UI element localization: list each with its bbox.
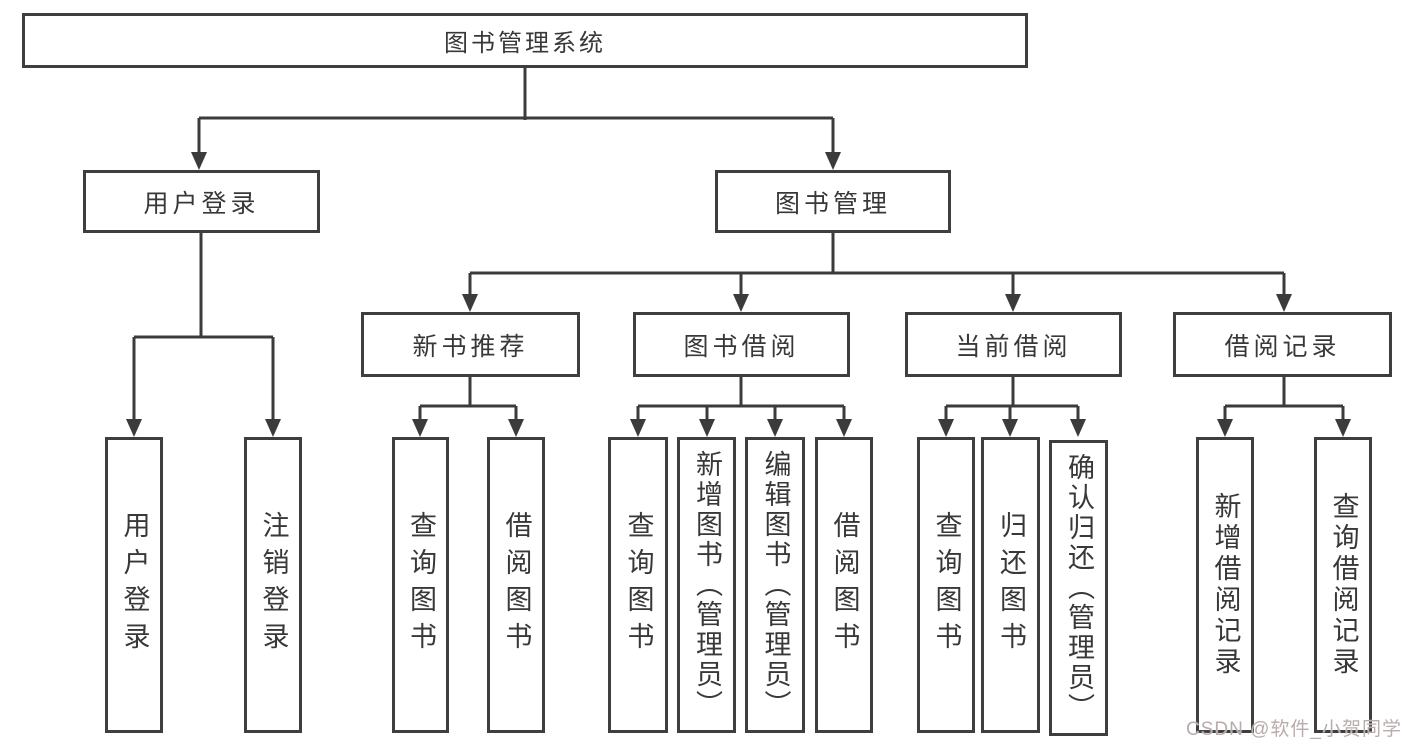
leaf-borrow-books-1: 借阅图书 [487,437,545,733]
arrow-down-icon [1070,419,1086,437]
node-current-borrowing: 当前借阅 [905,312,1122,377]
node-user-login: 用户登录 [83,170,320,233]
leaf-add-books-admin-label: 新增图书（管理员） [692,450,722,720]
node-book-management-label: 图书管理 [774,189,891,218]
arrowheads [126,152,1351,437]
node-book-borrowing-label: 图书借阅 [683,332,800,361]
arrow-down-icon [126,419,142,437]
leaf-logout: 注销登录 [244,437,302,733]
leaf-edit-books-admin: 编辑图书（管理员） [745,437,805,733]
leaf-borrow-books-1-label: 借阅图书 [501,511,532,659]
arrow-down-icon [265,419,281,437]
leaf-query-books-1: 查询图书 [392,437,449,733]
watermark: CSDN @软件_小贺同学 [1186,719,1402,740]
node-book-management: 图书管理 [715,170,951,233]
arrow-down-icon [825,152,841,170]
node-borrowing-records-label: 借阅记录 [1224,332,1341,361]
node-user-login-label: 用户登录 [143,189,260,218]
leaf-return-books-label: 归还图书 [996,511,1026,659]
leaf-query-books-3-label: 查询图书 [931,511,962,659]
arrow-down-icon [767,419,783,437]
node-root-label: 图书管理系统 [444,30,606,57]
node-new-book-recommend: 新书推荐 [361,312,580,377]
leaf-user-login: 用户登录 [105,437,163,733]
node-borrowing-records: 借阅记录 [1173,312,1392,377]
arrow-down-icon [699,419,715,437]
leaf-user-login-label: 用户登录 [119,511,150,659]
arrow-down-icon [1005,294,1021,312]
arrow-down-icon [1217,419,1233,437]
leaf-query-borrow-record: 查询借阅记录 [1314,437,1372,733]
arrow-down-icon [508,419,524,437]
leaf-borrow-books-2-label: 借阅图书 [829,511,860,659]
leaf-query-books-2: 查询图书 [608,437,668,733]
leaf-borrow-books-2: 借阅图书 [815,437,873,733]
arrow-down-icon [1276,294,1292,312]
leaf-add-borrow-record: 新增借阅记录 [1196,437,1254,733]
leaf-query-books-2-label: 查询图书 [623,511,654,659]
arrow-down-icon [412,419,428,437]
leaf-add-books-admin: 新增图书（管理员） [677,437,736,733]
leaf-query-books-1-label: 查询图书 [406,511,436,659]
node-book-borrowing: 图书借阅 [633,312,850,377]
connector-lines [132,68,1345,422]
arrow-down-icon [733,294,749,312]
leaf-confirm-return-admin-label: 确认归还（管理员） [1064,453,1094,723]
arrow-down-icon [938,419,954,437]
arrow-down-icon [1335,419,1351,437]
arrow-down-icon [630,419,646,437]
arrow-down-icon [836,419,852,437]
node-new-book-recommend-label: 新书推荐 [412,332,529,361]
arrow-down-icon [1002,419,1018,437]
arrow-down-icon [191,152,207,170]
leaf-edit-books-admin-label: 编辑图书（管理员） [760,450,791,720]
leaf-return-books: 归还图书 [981,437,1040,733]
leaf-query-borrow-record-label: 查询借阅记录 [1328,492,1359,678]
leaf-confirm-return-admin: 确认归还（管理员） [1049,440,1108,736]
node-root: 图书管理系统 [22,13,1028,68]
leaf-query-books-3: 查询图书 [917,437,975,733]
node-current-borrowing-label: 当前借阅 [955,332,1072,361]
leaf-logout-label: 注销登录 [258,511,289,659]
arrow-down-icon [462,294,478,312]
leaf-add-borrow-record-label: 新增借阅记录 [1210,492,1241,678]
